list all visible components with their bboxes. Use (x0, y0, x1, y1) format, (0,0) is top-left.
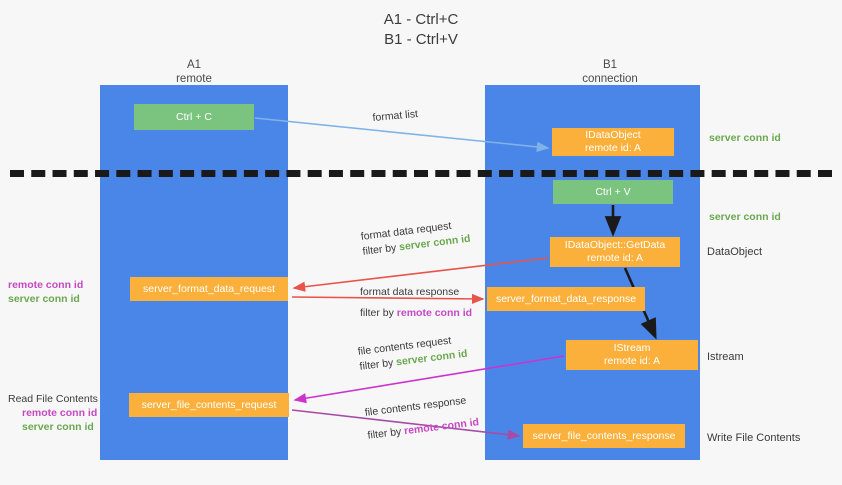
lane-b1-name: B1 (602, 59, 618, 71)
label-remote-conn-id: remote conn id (8, 279, 84, 291)
node-getdata-label: IDataObject::GetData (564, 239, 666, 251)
lane-header-b1: B1 connection (545, 58, 675, 86)
node-idataobject[interactable]: IDataObject remote id: A (552, 128, 674, 156)
node-server-format-data-response[interactable]: server_format_data_response (487, 287, 645, 311)
annotation-file-contents-request: file contents request filter by server c… (357, 332, 468, 375)
title-line-2: B1 - Ctrl+V (384, 31, 458, 48)
annotation-format-list-line1: format list (372, 108, 419, 124)
node-istream[interactable]: IStream remote id: A (566, 340, 698, 370)
label-server-conn-id: server conn id (8, 293, 80, 305)
node-istream-label: IStream (613, 342, 651, 354)
filter-token: remote conn id (396, 307, 473, 319)
annotation-format-list: format list (372, 107, 419, 126)
node-server-file-contents-response[interactable]: server_file_contents_response (523, 424, 685, 448)
node-idataobject-label: IDataObject (585, 129, 641, 141)
node-server-format-data-request[interactable]: server_format_data_request (130, 277, 288, 301)
node-istream-subtitle: remote id: A (603, 355, 661, 367)
node-ctrl-c[interactable]: Ctrl + C (134, 104, 254, 130)
label-read-file-contents-group: Read File Contents remote conn id server… (8, 392, 98, 434)
annotation-file-contents-response: file contents response filter by remote … (364, 392, 480, 443)
node-server-file-contents-request[interactable]: server_file_contents_request (129, 393, 289, 417)
filter-prefix: filter by (358, 356, 397, 373)
node-ctrl-c-label: Ctrl + C (176, 110, 212, 123)
label-write-file-contents: Write File Contents (707, 432, 801, 444)
node-ctrl-v[interactable]: Ctrl + V (553, 180, 673, 204)
annotation-format-data-response-line1: format data response (360, 286, 460, 298)
page-title: A1 - Ctrl+C B1 - Ctrl+V (0, 10, 842, 50)
label-dataobject: DataObject (707, 246, 763, 258)
label-server-conn-id-top: server conn id (709, 132, 781, 144)
annotation-format-data-response-filter: filter by remote conn id (360, 306, 472, 321)
node-idataobject-subtitle: remote id: A (584, 142, 642, 154)
filter-prefix: filter by (366, 425, 405, 442)
label-read-file-contents: Read File Contents (8, 393, 98, 405)
annotation-format-data-request: format data request filter by server con… (360, 217, 471, 260)
lane-a1-sub: remote (176, 73, 212, 85)
lane-b1-sub: connection (582, 73, 638, 85)
node-getdata-subtitle: remote id: A (586, 252, 644, 264)
node-server-format-data-request-label: server_format_data_request (143, 282, 275, 295)
label-remote-conn-id: remote conn id (22, 407, 98, 419)
label-conn-ids-format: remote conn id server conn id (8, 278, 83, 306)
node-getdata[interactable]: IDataObject::GetData remote id: A (550, 237, 680, 267)
annotation-file-contents-response-filter: filter by remote conn id (367, 415, 480, 444)
node-server-format-data-response-label: server_format_data_response (495, 292, 637, 305)
filter-prefix: filter by (361, 241, 400, 258)
filter-prefix: filter by (360, 307, 397, 319)
node-server-file-contents-response-label: server_file_contents_response (532, 429, 676, 442)
node-ctrl-v-label: Ctrl + V (595, 185, 631, 198)
phase-divider (10, 170, 832, 177)
label-server-conn-id-mid: server conn id (709, 211, 781, 223)
node-server-file-contents-request-label: server_file_contents_request (141, 398, 277, 411)
filter-token: remote conn id (403, 416, 480, 438)
lane-header-a1: A1 remote (134, 58, 254, 86)
title-line-1: A1 - Ctrl+C (383, 11, 459, 28)
lane-a1-name: A1 (186, 59, 202, 71)
label-server-conn-id: server conn id (22, 421, 94, 433)
label-istream: Istream (707, 351, 744, 363)
annotation-format-data-response: format data response filter by remote co… (360, 285, 472, 321)
